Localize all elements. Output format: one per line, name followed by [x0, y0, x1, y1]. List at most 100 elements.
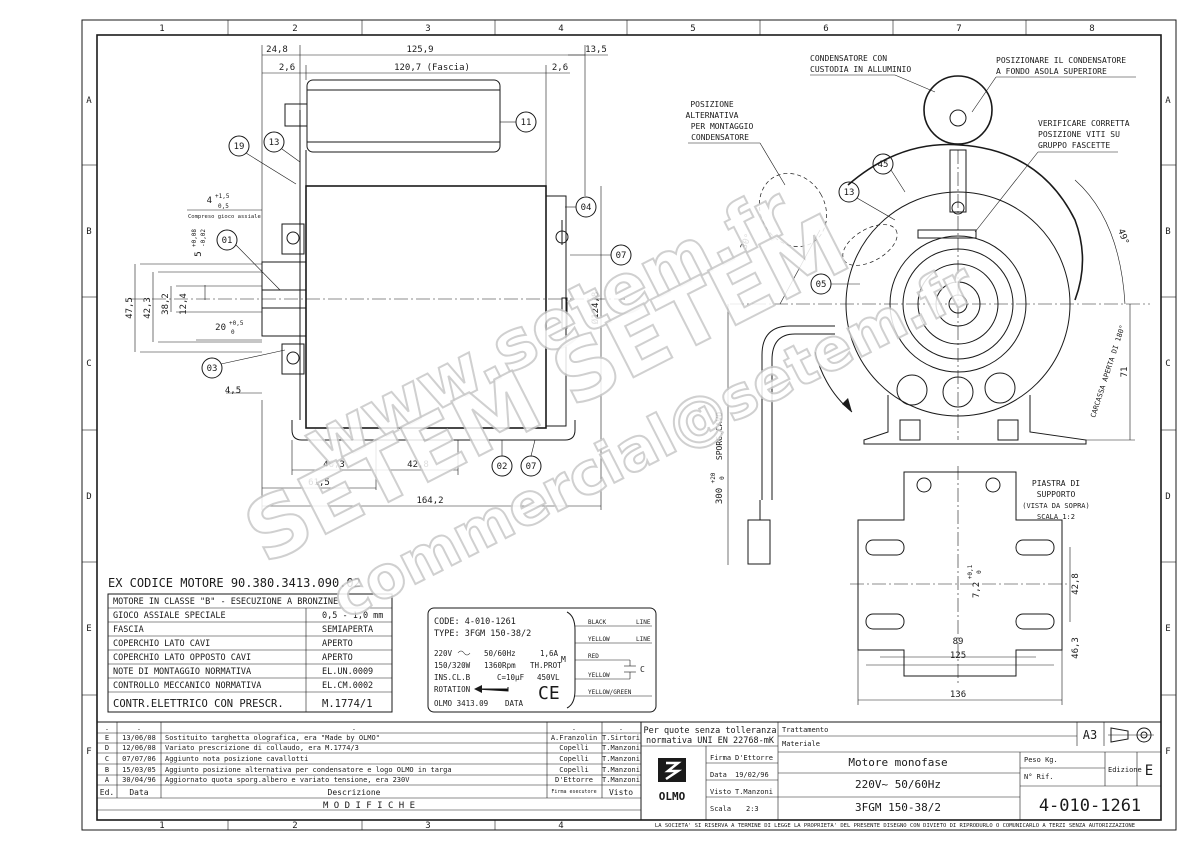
front-view: 30° 49° 71 CARCASSA APERTA DI 180° 300 +… [686, 54, 1150, 565]
rev-hdr-desc: Descrizione [328, 788, 381, 797]
rev-data: 13/06/08 [122, 734, 156, 742]
rev-ed: C [105, 755, 109, 763]
row-label: E [1165, 624, 1170, 634]
plate-dim-46-3: 46,3 [1071, 637, 1081, 659]
nameplate-olmo: OLMO 3413.09 [434, 699, 488, 708]
dim-2-6a: 2,6 [279, 63, 295, 73]
balloon-02: 02 [497, 462, 508, 472]
watermark: www.setem.fr SETEM SETEM commercial@sete… [229, 171, 987, 634]
rev-desc: Aggiunto posizione alternativa per conde… [165, 766, 452, 774]
balloon-15: 13 [844, 188, 855, 198]
spec-row-value: M.1774/1 [322, 698, 373, 710]
rev-desc: Sostituito targhetta olografica, era "Ma… [165, 734, 380, 742]
rev-visto: T.Manzoni [602, 755, 640, 763]
balloon-45: 45 [878, 160, 889, 170]
note-posizione-2: ALTERNATIVA [686, 111, 739, 120]
spec-row-label: CONTR.ELETTRICO CON PRESCR. [113, 698, 284, 710]
dim-20-tol-up: +0,5 [229, 320, 244, 327]
spec-row-label: COPERCHIO LATO OPPOSTO CAVI [113, 653, 251, 663]
col-label: 4 [558, 24, 563, 34]
wire-tag: LINE [636, 619, 651, 626]
dim-125-9: 125,9 [406, 45, 433, 55]
dim-12-4: 12,4 [179, 293, 189, 315]
tb-scala-label: Scala [710, 805, 731, 813]
rev-hdr-firma: Firma esecutore [551, 789, 596, 795]
rev-hdr-visto: Visto [609, 788, 633, 797]
nameplate-c: C [640, 665, 645, 674]
wire-color: YELLOW [588, 636, 610, 643]
tb-visto: T.Manzoni [735, 788, 773, 796]
rev-desc: Variato prescrizione di collaudo, era M.… [165, 744, 359, 752]
tb-scala: 2:3 [746, 805, 759, 813]
dim-5-tol-up: +0,08 [191, 229, 198, 247]
note-piastra-1: PIASTRA DI [1032, 479, 1080, 488]
nameplate-rotation: ROTATION [434, 685, 470, 694]
rev-by: A.Franzolin [551, 734, 597, 742]
tb-data-label: Data [710, 771, 727, 779]
plate-dim-89: 89 [953, 637, 964, 647]
tb-trattamento-label: Trattamento [782, 726, 828, 734]
plate-dim-125: 125 [950, 651, 966, 661]
dim-5-tol-dn: -0,02 [200, 229, 207, 247]
note-posizionare-2: A FONDO ASOLA SUPERIORE [996, 67, 1107, 76]
col-label: 3 [425, 821, 430, 831]
nameplate: CODE: 4-010-1261 TYPE: 3FGM 150-38/2 220… [427, 607, 657, 713]
rev-ed: . [105, 724, 109, 732]
row-label: B [1165, 227, 1170, 237]
olmo-logo: OLMO [658, 758, 686, 803]
revision-table: . . . . . E 13/06/08 Sostituito targhett… [96, 721, 642, 821]
dim-300: 300 [715, 488, 725, 504]
nameplate-prot: TH.PROT [530, 661, 562, 670]
nameplate-code: CODE: 4-010-1261 [434, 617, 516, 627]
balloon-19: 19 [234, 142, 245, 152]
tb-quote-2: normativa UNI EN 22768-mK [646, 736, 775, 746]
nameplate-w: 150/320W [434, 661, 471, 670]
rev-visto: T.Manzoni [602, 744, 640, 752]
col-label: 6 [823, 24, 828, 34]
nameplate-cap: C=10µF [497, 673, 525, 682]
dim-13-5: 13,5 [585, 45, 607, 55]
nameplate-m: M [561, 655, 566, 664]
tb-data: 19/02/96 [735, 771, 769, 779]
col-label: 8 [1089, 24, 1094, 34]
rev-visto: T.Manzoni [602, 776, 640, 784]
nameplate-type: TYPE: 3FGM 150-38/2 [434, 629, 531, 639]
balloon-05: 05 [816, 280, 827, 290]
wire-color: BLACK [588, 619, 606, 626]
tb-desc-2: 220V~ 50/60Hz [855, 778, 941, 791]
row-label: D [86, 492, 91, 502]
dim-4-5: 4,5 [225, 386, 241, 396]
note-verificare-2: POSIZIONE VITI SU [1038, 130, 1120, 139]
dim-diam-124-8: Ø124,8 [590, 292, 601, 325]
plate-dim-7-2-tol-dn: 0 [976, 570, 983, 574]
note-posizione-4: CONDENSATORE [691, 133, 749, 142]
rev-visto: T.Manzoni [602, 766, 640, 774]
spec-table: EX CODICE MOTORE 90.380.3413.090.02 MOTO… [107, 576, 393, 713]
dim-20-tol-dn: 0 [231, 329, 235, 336]
tb-drawing-number: 4-010-1261 [1039, 796, 1141, 816]
dim-71: 71 [1120, 367, 1130, 378]
dim-38-2: 38,2 [161, 293, 171, 315]
dim-20: 20 [215, 323, 226, 333]
row-label: B [86, 227, 91, 237]
spec-row-value: 0,5 - 1,0 mm [322, 611, 383, 621]
support-plate-view: 7,2 +0,1 0 42,8 46,3 89 125 136 PIASTRA … [850, 466, 1090, 705]
spec-row-label: NOTE DI MONTAGGIO NORMATIVA [113, 667, 251, 677]
nameplate-rpm: 1360Rpm [484, 661, 516, 670]
spec-row-value: APERTO [322, 639, 353, 649]
rev-data: 07/07/06 [122, 755, 156, 763]
tb-footer: LA SOCIETA' SI RISERVA A TERMINE DI LEGG… [655, 823, 1135, 829]
col-label: 3 [425, 24, 430, 34]
rev-desc: . [352, 724, 356, 732]
rev-by: . [572, 724, 576, 732]
note-posizione-1: POSIZIONE [690, 100, 734, 109]
tb-desc-1: Motore monofase [848, 756, 947, 769]
dim-47-5: 47,5 [125, 297, 135, 319]
col-label: 5 [690, 24, 695, 34]
dim-4-note: Compreso gioco assiale [188, 214, 261, 220]
rev-by: D'Ettorre [555, 776, 593, 784]
dim-61-5: 61,5 [308, 478, 330, 488]
nameplate-a: 1,6A [540, 649, 559, 658]
note-verificare-3: GRUPPO FASCETTE [1038, 141, 1110, 150]
